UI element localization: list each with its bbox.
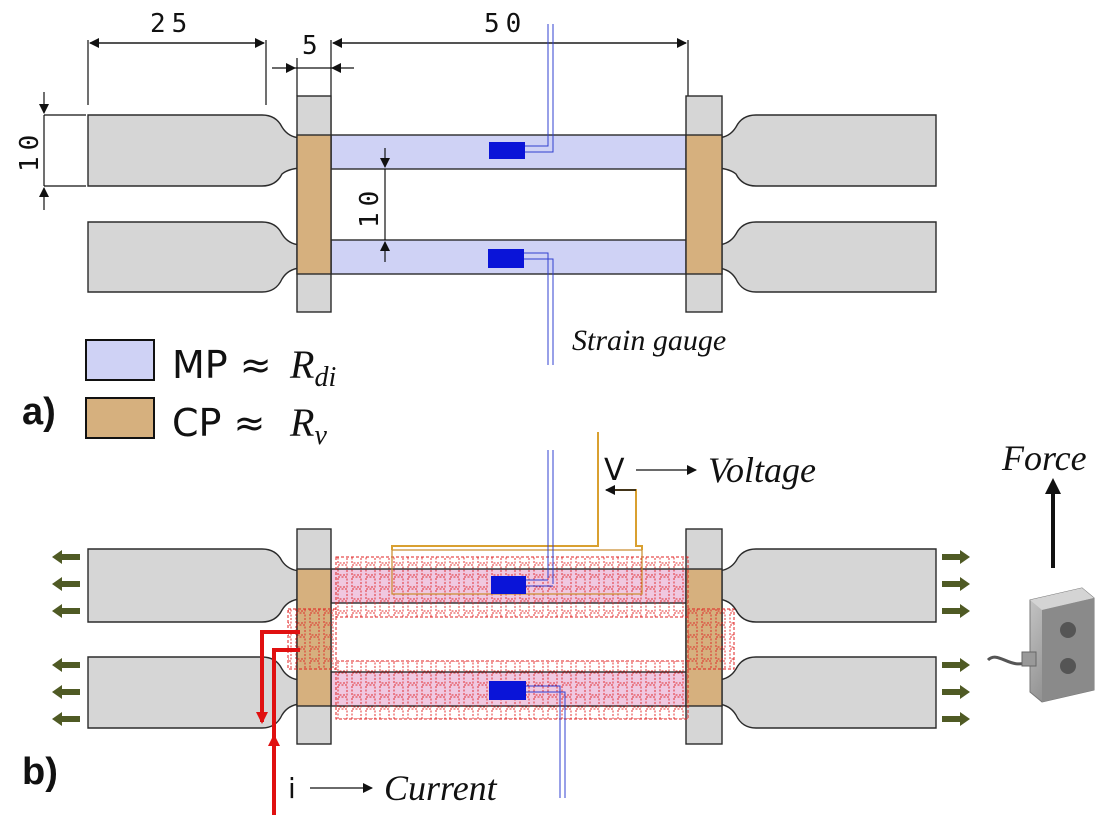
dim-label-10-left: 10: [15, 129, 45, 172]
arrow-icon: [942, 712, 970, 726]
arrow-icon: [942, 658, 970, 672]
connecting-part-left: [296, 134, 332, 275]
grip-top-left: [87, 114, 301, 187]
force-arrow-head: [1045, 478, 1061, 494]
current-symbol: i: [288, 772, 296, 805]
grip-b-bottom-left: [87, 656, 301, 729]
load-arrows-left: [52, 550, 80, 726]
dim-label-50: 50: [484, 9, 527, 39]
legend-label-cp: CP ≈: [172, 401, 265, 445]
arrow-icon: [52, 685, 80, 699]
panel-label-a: a): [22, 391, 56, 433]
arrow-icon: [52, 550, 80, 564]
dimension-strip-spacing: 10: [355, 148, 390, 262]
legend-swatch-mp: [85, 339, 155, 381]
connecting-part-right: [685, 134, 723, 275]
arrow-icon: [942, 685, 970, 699]
load-arrows-right: [942, 550, 970, 726]
specimen-a: 10 Strain gauge: [87, 24, 937, 365]
grip-b-top-left: [87, 548, 301, 623]
strain-gauge-bottom: [488, 249, 554, 365]
arrow-icon: [942, 604, 970, 618]
dim-label-10-inner: 10: [355, 185, 385, 228]
strain-gauge-label: Strain gauge: [572, 324, 726, 357]
force-label: Force: [1001, 438, 1087, 478]
grip-bottom-right: [717, 221, 937, 293]
current-label: Current: [384, 768, 498, 808]
arrow-icon: [942, 577, 970, 591]
dim-label-5: 5: [302, 31, 324, 61]
dim-label-25: 25: [150, 9, 193, 39]
load-cell-image: [986, 587, 1095, 703]
strain-gauge-b-top: [491, 450, 554, 594]
arrow-icon: [52, 577, 80, 591]
strain-gauge-top: [489, 24, 554, 159]
panel-label-b: b): [22, 751, 58, 793]
arrow-icon: [942, 550, 970, 564]
strain-gauge-b-bottom: [489, 681, 566, 798]
voltage-symbol: V: [604, 453, 625, 488]
grip-top-right: [717, 114, 937, 187]
grip-b-top-right: [717, 548, 937, 623]
dimension-strip-width: 10: [15, 92, 86, 210]
grip-bottom-left: [87, 221, 301, 293]
legend-symbol-mp: Rdi: [289, 342, 336, 393]
arrow-icon: [52, 604, 80, 618]
grip-b-bottom-right: [717, 656, 937, 729]
legend: MP ≈ Rdi CP ≈ Rv: [85, 339, 336, 451]
current-wiring: [256, 630, 300, 815]
dimension-grip-length: 25: [87, 9, 267, 105]
arrow-icon: [52, 658, 80, 672]
legend-label-mp: MP ≈: [172, 343, 272, 387]
panel-b: V Voltage i Current b) Force: [22, 432, 1095, 815]
panel-a: 25 5 50 10: [15, 9, 937, 451]
legend-symbol-cp: Rv: [289, 400, 327, 451]
dimension-gauge-length: 50: [330, 9, 689, 135]
voltage-label: Voltage: [708, 450, 816, 490]
dimension-gap: 5: [272, 31, 354, 96]
legend-swatch-cp: [85, 397, 155, 439]
arrow-icon: [52, 712, 80, 726]
